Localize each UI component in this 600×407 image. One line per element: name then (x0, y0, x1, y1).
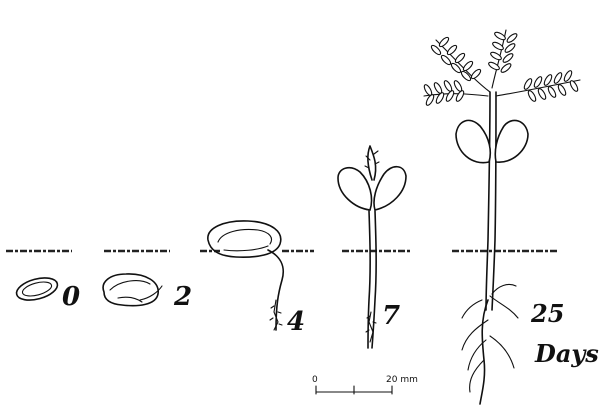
leaf-frond-left (423, 80, 465, 107)
leaf-frond-upper (488, 31, 519, 74)
stage-label-day-4: 4 (287, 307, 305, 337)
stage-label-day-25: 25 (530, 299, 564, 328)
scale-bar: 0 20 mm (312, 375, 418, 394)
stage-label-day-0: 0 (62, 282, 80, 312)
seed-day-2 (103, 274, 162, 306)
scale-start-label: 0 (312, 375, 318, 385)
seedling-day-4 (208, 221, 283, 330)
leaf-frond-upper-left (430, 36, 482, 82)
stage-label-day-2: 2 (173, 282, 192, 312)
unit-label-days: Days (534, 339, 599, 368)
seed-day-0 (14, 274, 60, 304)
stage-label-day-7: 7 (382, 301, 400, 331)
scale-end-label: 20 mm (386, 375, 418, 385)
